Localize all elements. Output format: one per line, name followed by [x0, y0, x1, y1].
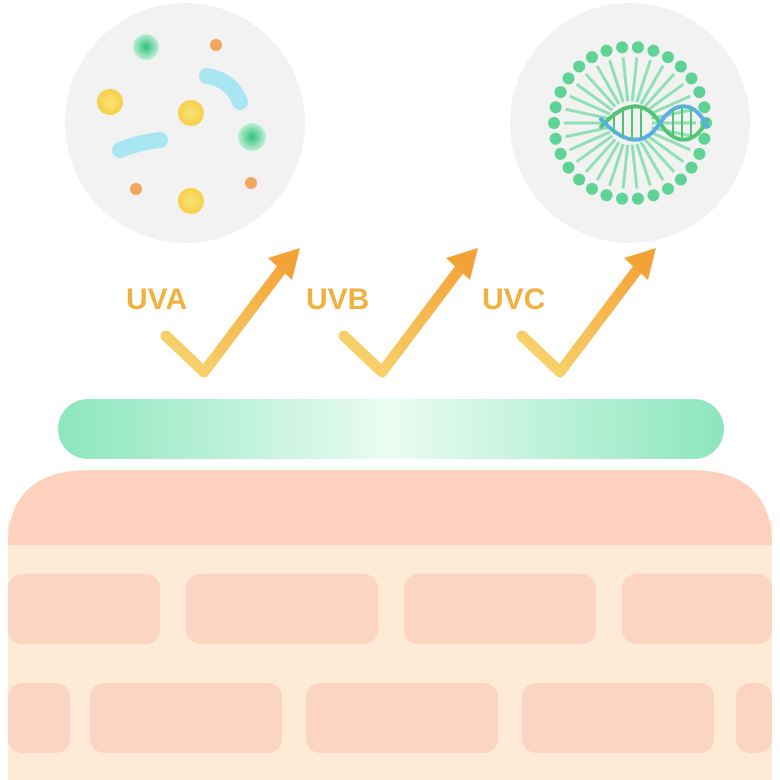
virus-spike-head	[698, 101, 711, 114]
virus-spike	[595, 65, 621, 105]
virus-spike-head	[600, 44, 613, 57]
virus-spike	[584, 72, 617, 108]
virus-spike-head	[549, 101, 562, 114]
virus-spike-head	[674, 60, 687, 73]
uvc-label: UVC	[482, 283, 545, 316]
virus-dna-icon	[510, 3, 750, 243]
virus-spike	[569, 130, 611, 152]
checkmark-arrow-icon	[338, 248, 478, 378]
virus-spike-head	[554, 86, 567, 99]
virus-spike	[595, 141, 621, 181]
skin-cell	[306, 683, 498, 753]
virus-spike	[635, 59, 652, 103]
virus-spike-head	[562, 72, 575, 85]
uvb-label: UVB	[306, 283, 369, 316]
virus-spike-head	[698, 132, 711, 145]
virus-spike-head	[616, 41, 629, 54]
virus-spike-head	[631, 192, 644, 205]
virus-spike-head	[586, 182, 598, 195]
protective-film	[58, 399, 724, 459]
virus-spike	[575, 134, 614, 164]
orange-particle	[130, 183, 142, 195]
virus-spike	[646, 82, 685, 112]
yellow-particle	[97, 89, 123, 115]
virus-spike	[575, 82, 614, 112]
virus-spike-head	[548, 117, 560, 129]
skin-cell	[404, 574, 596, 644]
rod-bacterium	[199, 68, 248, 110]
virus-spike	[649, 94, 691, 116]
virus-spike-head	[586, 51, 598, 64]
virus-spike	[639, 141, 665, 181]
virus-spikes	[548, 41, 712, 205]
virus-spike-head	[647, 189, 660, 202]
dna-helix-icon	[598, 104, 710, 142]
virus-spike	[584, 138, 617, 174]
microbes-icon	[65, 3, 305, 243]
skin-cell	[90, 683, 282, 753]
skin-cell	[622, 574, 772, 644]
green-particle	[238, 123, 266, 151]
virus-spike-head	[554, 147, 567, 160]
checkmark-arrow-icon	[160, 248, 300, 378]
virus-spike	[639, 65, 665, 105]
skin-cell	[8, 683, 70, 753]
green-particle	[133, 34, 159, 60]
virus-spike	[608, 59, 625, 103]
skin-cell	[736, 683, 772, 753]
virus-spike-head	[674, 173, 687, 186]
virus-spike-head	[685, 72, 698, 85]
virus-spike	[630, 144, 639, 189]
rod-bacterium	[112, 132, 168, 158]
virus-spike	[621, 144, 630, 189]
virus-spike	[608, 143, 625, 187]
virus-spike-head	[616, 192, 629, 205]
skin-cell	[186, 574, 378, 644]
virus-spike-head	[685, 161, 698, 174]
yellow-particle	[178, 100, 204, 126]
skin-top-layer	[8, 470, 772, 545]
uva-label: UVA	[126, 283, 187, 316]
virus-spike-head	[549, 132, 562, 145]
virus-circle-bg	[510, 3, 750, 243]
orange-particle	[245, 177, 257, 189]
virus-spike	[649, 130, 691, 152]
skin-cell	[8, 574, 160, 644]
skin-layers	[8, 470, 772, 780]
virus-spike-head	[693, 147, 706, 160]
virus-spike	[646, 134, 685, 164]
virus-spike	[635, 143, 652, 187]
virus-spike-head	[647, 44, 660, 57]
skin-cell	[522, 683, 714, 753]
virus-spike-head	[662, 51, 674, 64]
virus-spike	[569, 94, 611, 116]
virus-spike	[621, 57, 630, 102]
virus-spike-head	[562, 161, 575, 174]
virus-spike-head	[631, 41, 644, 54]
virus-spike	[643, 138, 676, 174]
yellow-particle	[178, 188, 204, 214]
virus-spike	[643, 72, 676, 108]
virus-spike-head	[662, 182, 674, 195]
virus-spike-head	[573, 173, 586, 186]
virus-spike-head	[600, 189, 613, 202]
checkmark-arrow-icon	[516, 248, 656, 378]
virus-spike	[630, 57, 639, 102]
virus-spike-head	[693, 86, 706, 99]
virus-spike-head	[573, 60, 586, 73]
orange-particle	[210, 39, 222, 51]
